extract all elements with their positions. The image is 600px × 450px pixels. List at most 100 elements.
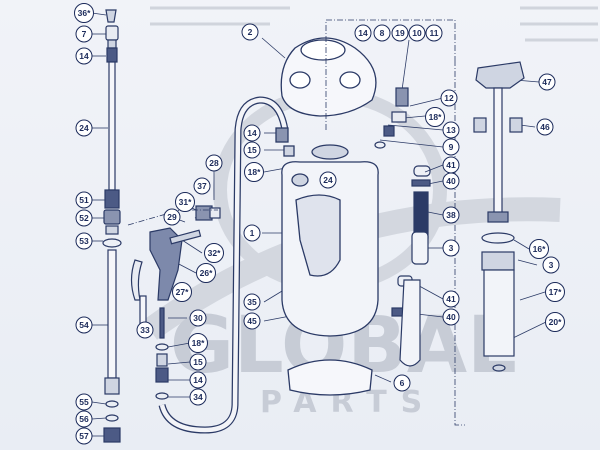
hose-fitting — [275, 127, 289, 143]
callout-circle — [189, 309, 207, 327]
callout-c11: 11 — [425, 24, 443, 42]
callout-c38: 38 — [442, 206, 460, 224]
callout-c53: 53 — [75, 232, 93, 250]
valve-assembly — [374, 87, 431, 367]
callout-circle — [243, 293, 261, 311]
callout-c18c: 18* — [425, 107, 445, 127]
callout-c19: 19 — [391, 24, 409, 42]
callout-circle — [75, 47, 93, 65]
callout-label: 57 — [79, 431, 89, 441]
pump-cylinder — [483, 269, 515, 357]
callout-label: 15 — [193, 357, 203, 367]
callout-circle — [175, 192, 195, 212]
callout-c17: 17* — [545, 282, 565, 302]
callout-circle — [75, 232, 93, 250]
callout-label: 35 — [247, 297, 257, 307]
callout-c14a: 14 — [75, 47, 93, 65]
callout-circle — [545, 312, 565, 332]
callout-c8: 8 — [373, 24, 391, 42]
callout-c27: 27* — [172, 282, 192, 302]
callout-label: 14 — [247, 128, 257, 138]
callout-circle — [204, 243, 224, 263]
callout-label: 18* — [192, 338, 205, 348]
callout-c24a: 24 — [75, 119, 93, 137]
strap — [399, 279, 421, 367]
callout-circle — [542, 256, 560, 274]
callout-circle — [536, 118, 554, 136]
callout-circle — [75, 316, 93, 334]
callout-c3b: 3 — [542, 256, 560, 274]
callout-label: 16* — [533, 244, 546, 254]
nut — [106, 47, 118, 63]
spring — [413, 191, 429, 239]
callout-circle — [373, 24, 391, 42]
pump-assembly — [473, 61, 525, 372]
callout-c52: 52 — [75, 209, 93, 227]
callout-c6: 6 — [393, 374, 411, 392]
callout-c18b: 18* — [244, 162, 264, 182]
callout-label: 14 — [79, 51, 89, 61]
callout-label: 47 — [542, 77, 552, 87]
callout-c14d: 14 — [354, 24, 372, 42]
callout-label: 27* — [176, 287, 189, 297]
callout-label: 12 — [444, 93, 454, 103]
callouts: 36*71424515253545556572931*372832*26*27*… — [74, 3, 565, 445]
callout-circle — [319, 171, 337, 189]
callout-circle — [75, 410, 93, 428]
callout-label: 51 — [79, 195, 89, 205]
callout-c10: 10 — [408, 24, 426, 42]
callout-label: 24 — [323, 175, 333, 185]
callout-circle — [243, 224, 261, 242]
callout-c26: 26* — [196, 263, 216, 283]
callout-circle — [136, 321, 154, 339]
callout-circle — [163, 208, 181, 226]
callout-c37: 37 — [193, 177, 211, 195]
callout-c14b: 14 — [189, 371, 207, 389]
callout-label: 40 — [446, 176, 456, 186]
callout-label: 56 — [79, 414, 89, 424]
callout-circle — [538, 73, 556, 91]
callout-c30: 30 — [189, 309, 207, 327]
callout-circle — [189, 371, 207, 389]
callout-c36: 36* — [74, 3, 94, 23]
callout-circle — [75, 25, 93, 43]
callout-label: 18* — [429, 112, 442, 122]
callout-circle — [243, 141, 261, 159]
callout-c15b: 15 — [243, 141, 261, 159]
callout-circle — [442, 172, 460, 190]
callout-circle — [244, 162, 264, 182]
callout-c14c: 14 — [243, 124, 261, 142]
callout-label: 31* — [179, 197, 192, 207]
callout-circle — [442, 308, 460, 326]
callout-c24b: 24 — [319, 171, 337, 189]
callout-circle — [442, 121, 460, 139]
nozzle-body — [105, 25, 119, 41]
callout-label: 26* — [200, 268, 213, 278]
gun-small-parts — [155, 307, 169, 400]
callout-label: 41 — [446, 294, 456, 304]
callout-label: 33 — [140, 325, 150, 335]
callout-c41b: 41 — [442, 290, 460, 308]
callout-c57: 57 — [75, 427, 93, 445]
extension-tube — [107, 249, 117, 379]
callout-circle — [241, 23, 259, 41]
callout-circle — [243, 124, 261, 142]
tank-neck — [311, 144, 349, 160]
callout-label: 9 — [449, 142, 454, 152]
callout-label: 55 — [79, 397, 89, 407]
callout-label: 3 — [549, 260, 554, 270]
callout-label: 10 — [412, 28, 422, 38]
pump-rod — [493, 87, 503, 217]
callout-circle — [425, 24, 443, 42]
spray-gun — [130, 205, 221, 337]
callout-circle — [75, 393, 93, 411]
callout-c41a: 41 — [442, 156, 460, 174]
callout-circle — [75, 427, 93, 445]
callout-label: 32* — [208, 248, 221, 258]
callout-circle — [442, 290, 460, 308]
callout-label: 46 — [540, 122, 550, 132]
callout-label: 37 — [197, 181, 207, 191]
callout-circle — [391, 24, 409, 42]
callout-label: 54 — [79, 320, 89, 330]
